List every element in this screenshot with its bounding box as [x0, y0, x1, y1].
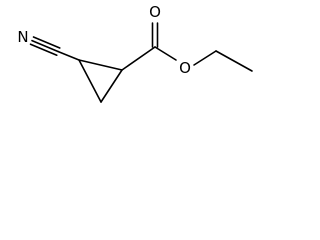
ester-oxygen-label: O [179, 59, 191, 77]
cyclopropane-ring [78, 59, 123, 103]
nitrile-bond-line-1 [31, 39, 60, 53]
ring-to-carbonyl-bond [121, 46, 156, 71]
nitrile-triple-bond [29, 36, 61, 57]
carbonyl-double-bond [151, 22, 159, 48]
carbonyl-oxygen-label: O [149, 3, 161, 21]
nitrile-to-ring-bond [57, 50, 80, 61]
carbonyl-to-ester-oxygen-bond [154, 46, 177, 61]
ethyl-bond [215, 50, 253, 72]
ester-oxygen-to-ethyl-bond [193, 50, 217, 66]
nitrile-bond-line-3 [29, 43, 58, 57]
ring-bond-right [100, 69, 123, 103]
nitrile-nitrogen-label: N [17, 28, 28, 46]
structure-diagram: N O O [17, 3, 253, 103]
ring-bond-left [78, 59, 102, 103]
ring-bond-top [78, 59, 123, 71]
nitrile-bond-line-2 [32, 36, 61, 49]
